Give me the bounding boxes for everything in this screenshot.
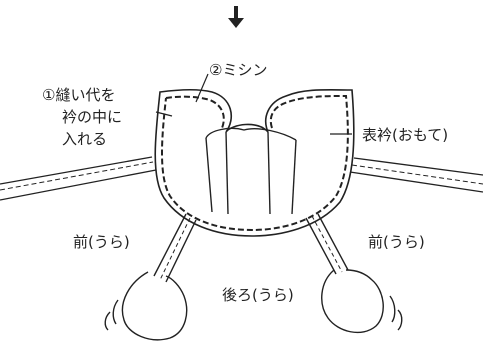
collar-shape xyxy=(154,88,355,237)
left-hand xyxy=(104,213,197,341)
seam-allowance-label-line1: ①縫い代を xyxy=(42,86,116,104)
front-left-label: 前(うら) xyxy=(73,233,130,251)
sewing-machine-label: ②ミシン xyxy=(209,61,268,79)
left-front-edge xyxy=(0,156,157,201)
seam-allowance-label-line2: 衿の中に xyxy=(62,108,123,126)
stitch-line xyxy=(161,94,349,232)
collar-neck-stand xyxy=(205,127,297,215)
outer-collar-label: 表衿(おもて) xyxy=(362,126,449,144)
right-front-edge xyxy=(349,157,483,193)
right-hand xyxy=(305,213,403,334)
back-label: 後ろ(うら) xyxy=(222,286,294,304)
pointer-lines xyxy=(155,73,352,135)
down-arrow-icon xyxy=(228,6,244,28)
seam-allowance-label-line3: 入れる xyxy=(62,130,108,148)
front-right-label: 前(うら) xyxy=(368,233,425,251)
